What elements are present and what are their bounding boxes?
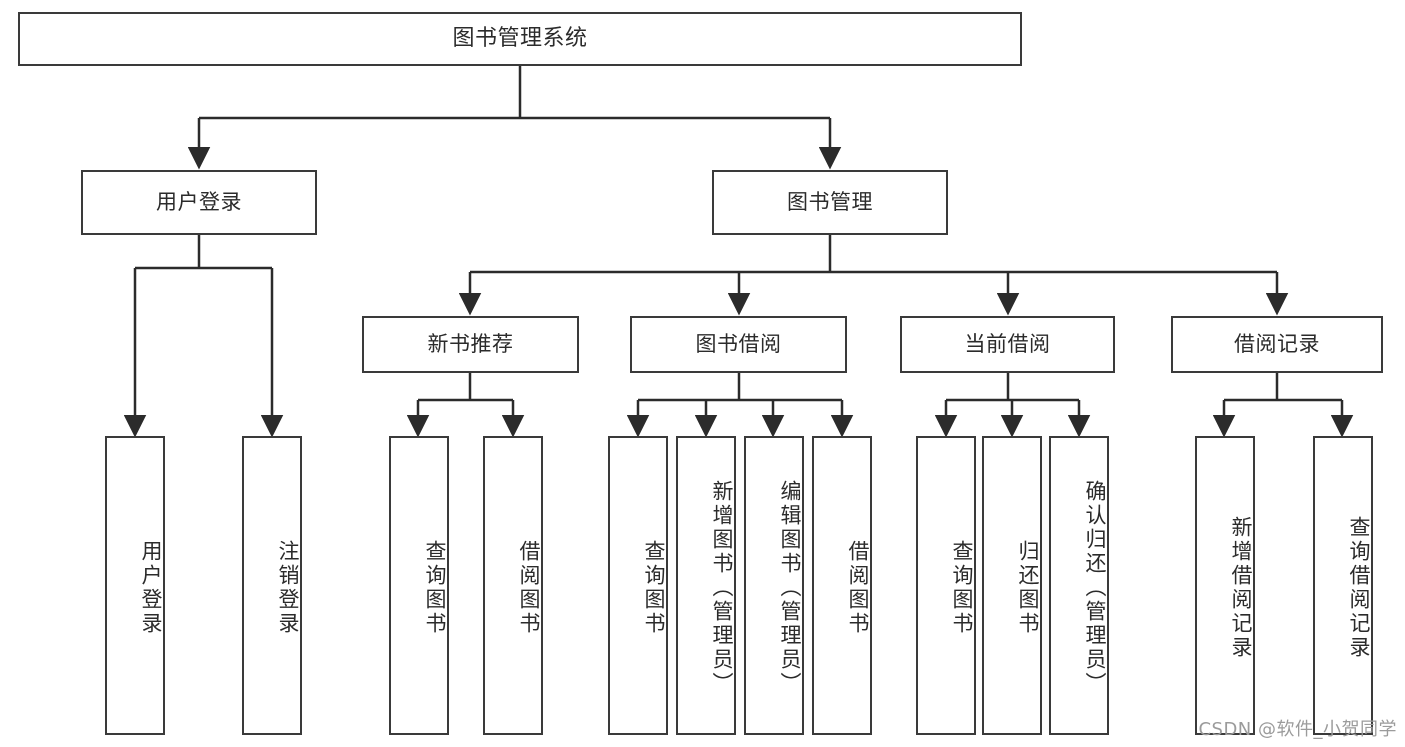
leaf-query-book-3[interactable]: 查询图书 [916, 436, 976, 735]
leaf-confirm-return[interactable]: 确认归还（管理员） [1049, 436, 1109, 735]
node-label: 归还图书 [1016, 539, 1040, 636]
node-label: 当前借阅 [964, 331, 1051, 356]
watermark-text: CSDN @软件_小贺同学 [1198, 719, 1397, 740]
node-label: 新书推荐 [427, 331, 514, 356]
node-label: 确认归还（管理员） [1083, 479, 1107, 696]
node-label: 编辑图书（管理员） [778, 479, 802, 696]
node-label: 借阅图书 [846, 539, 870, 636]
leaf-logout-login[interactable]: 注销登录 [242, 436, 302, 735]
node-label: 新增图书（管理员） [710, 479, 734, 696]
leaf-borrow-book-2[interactable]: 借阅图书 [812, 436, 872, 735]
node-book-management[interactable]: 图书管理 [712, 170, 948, 235]
leaf-borrow-book-1[interactable]: 借阅图书 [483, 436, 543, 735]
node-label: 借阅图书 [517, 539, 541, 636]
leaf-query-book-1[interactable]: 查询图书 [389, 436, 449, 735]
node-borrow-record[interactable]: 借阅记录 [1171, 316, 1383, 373]
node-label: 用户登录 [156, 189, 242, 214]
leaf-user-login[interactable]: 用户登录 [105, 436, 165, 735]
node-label: 图书借阅 [695, 331, 782, 356]
leaf-query-book-2[interactable]: 查询图书 [608, 436, 668, 735]
leaf-return-book[interactable]: 归还图书 [982, 436, 1042, 735]
leaf-add-book[interactable]: 新增图书（管理员） [676, 436, 736, 735]
node-label: 图书管理系统 [452, 25, 588, 51]
node-label: 借阅记录 [1234, 331, 1320, 356]
node-label: 查询图书 [950, 539, 974, 636]
node-new-book-recommend[interactable]: 新书推荐 [362, 316, 579, 373]
leaf-add-record[interactable]: 新增借阅记录 [1195, 436, 1255, 735]
node-label: 新增借阅记录 [1229, 515, 1253, 660]
node-label: 查询图书 [642, 539, 666, 636]
node-current-borrow[interactable]: 当前借阅 [900, 316, 1115, 373]
node-book-borrow[interactable]: 图书借阅 [630, 316, 847, 373]
node-label: 查询借阅记录 [1347, 515, 1371, 660]
node-root-system[interactable]: 图书管理系统 [18, 12, 1022, 66]
node-label: 图书管理 [787, 189, 873, 214]
node-label: 查询图书 [423, 539, 447, 636]
node-label: 用户登录 [139, 539, 163, 636]
node-user-login[interactable]: 用户登录 [81, 170, 317, 235]
leaf-query-record[interactable]: 查询借阅记录 [1313, 436, 1373, 735]
leaf-edit-book[interactable]: 编辑图书（管理员） [744, 436, 804, 735]
node-label: 注销登录 [276, 539, 300, 636]
